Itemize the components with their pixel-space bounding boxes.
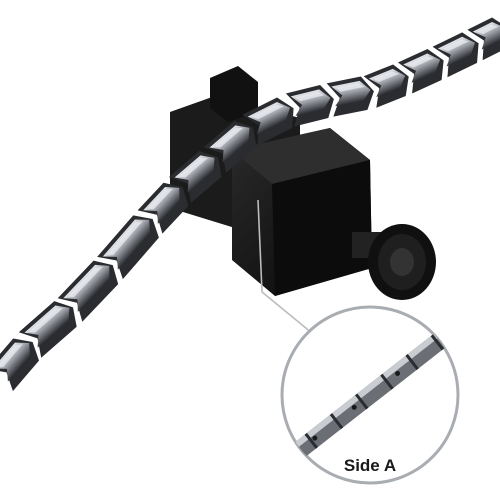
link-remover-tool: [170, 66, 436, 300]
bracelet-link: [203, 120, 257, 173]
bracelet-link: [467, 17, 500, 61]
magnetic-bracelet: [0, 17, 500, 392]
zoom-link-divider: [380, 373, 394, 390]
bracelet-link: [97, 215, 159, 280]
side-a-zoom-circle: [280, 305, 460, 485]
bracelet-link: [137, 182, 189, 234]
bracelet-link: [397, 49, 444, 94]
bracelet-link: [57, 260, 119, 322]
bracelet-link: [432, 32, 479, 78]
bracelet-link: [18, 301, 77, 358]
bracelet-link: [242, 97, 294, 146]
bracelet-link: [326, 76, 374, 117]
callout-pointer-line: [257, 199, 319, 339]
zoom-pin-hole: [312, 435, 318, 441]
zoom-link-divider: [430, 334, 445, 351]
zoom-link-divider: [405, 354, 419, 371]
zoom-link-divider: [304, 432, 319, 449]
side-a-caption: Side A: [343, 456, 397, 475]
zoom-pin-hole: [351, 404, 357, 410]
zoom-link-divider: [355, 393, 369, 410]
zoom-link-divider: [282, 452, 293, 469]
bracelet-link: [0, 338, 40, 392]
bracelet-link: [168, 150, 222, 203]
bracelet-link: [363, 64, 409, 108]
zoom-pin-hole: [395, 370, 401, 376]
zoom-link-divider: [329, 413, 344, 430]
bracelet-link: [285, 84, 334, 127]
